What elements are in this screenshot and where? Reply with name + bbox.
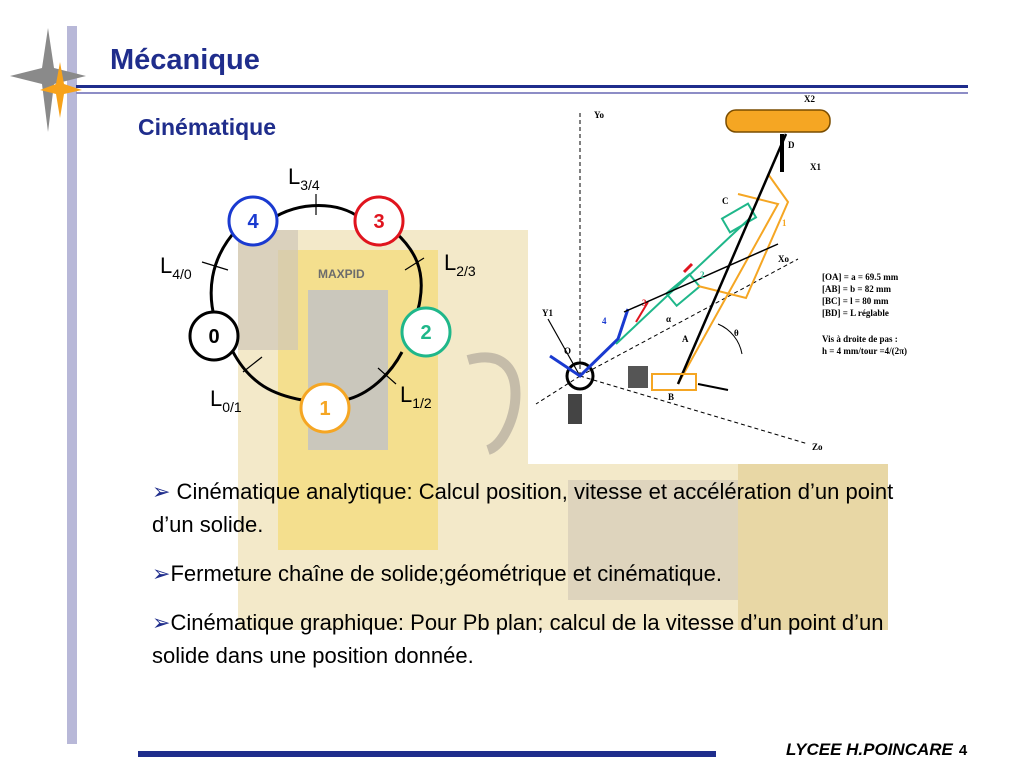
graph-node-0: 0 <box>188 310 240 362</box>
angle-alpha: α <box>666 314 671 324</box>
link-label-l23: L2/3 <box>444 250 476 279</box>
maxpid-label: MAXPID <box>318 267 365 281</box>
node-3-label: 3 <box>373 211 384 233</box>
spec-bd: [BD] = L réglable <box>822 308 889 318</box>
spec-bc: [BC] = l = 80 mm <box>822 296 889 306</box>
part-number-4: 4 <box>602 316 607 326</box>
axis-xo: Xo <box>778 254 789 264</box>
left-vertical-bar <box>67 26 77 744</box>
graph-node-2: 2 <box>400 306 452 358</box>
page-number: 4 <box>958 742 968 759</box>
screw-title: Vis à droite de pas : <box>822 334 898 344</box>
part-number-3: 3 <box>642 298 647 308</box>
point-a: A <box>682 334 689 344</box>
part-number-1: 1 <box>782 218 787 228</box>
bullet-arrow-icon: ➢ <box>152 561 171 586</box>
bullet-list: ➢ Cinématique analytique: Calcul positio… <box>152 475 922 688</box>
spec-ab: [AB] = b = 82 mm <box>822 284 892 294</box>
spec-oa: [OA] = a = 69.5 mm <box>822 272 899 282</box>
page-title: Mécanique <box>110 44 260 76</box>
node-1-label: 1 <box>319 398 330 420</box>
axis-y1: Y1 <box>542 308 553 318</box>
point-o: O <box>564 346 571 356</box>
header-rule <box>76 85 968 88</box>
point-d: D <box>788 140 795 150</box>
bullet-item: ➢Cinématique graphique: Pour Pb plan; ca… <box>152 610 884 668</box>
bullet-arrow-icon: ➢ <box>152 479 171 504</box>
axis-zo: Zo <box>812 442 823 452</box>
link-label-l01: L0/1 <box>210 386 242 415</box>
link-label-l40: L4/0 <box>160 253 192 282</box>
link-label-l34: L3/4 <box>288 164 320 193</box>
axis-yo: Yo <box>594 110 605 120</box>
bullet-item: ➢ Cinématique analytique: Calcul positio… <box>152 479 894 537</box>
axis-x2: X2 <box>804 94 815 104</box>
graph-node-4: 4 <box>227 195 279 247</box>
mechanism-diagram: Yo Xo Zo X2 X1 Y1 O D C A B θ α 1 2 3 4 … <box>528 94 958 464</box>
screw-formula: h = 4 mm/tour =4/(2π) <box>822 346 907 356</box>
section-subtitle: Cinématique <box>138 114 277 140</box>
graph-node-1: 1 <box>299 382 351 434</box>
point-b: B <box>668 392 674 402</box>
star-logo-icon <box>10 28 86 132</box>
node-2-label: 2 <box>420 322 431 344</box>
footer-school: LYCEE H.POINCARE <box>786 740 953 759</box>
axis-x1: X1 <box>810 162 821 172</box>
liaison-graph: 4 3 2 1 0 L3/4 L2/3 L4/0 L0/1 L1/2 <box>160 164 476 434</box>
footer-rule <box>138 751 716 757</box>
graph-node-3: 3 <box>353 195 405 247</box>
header-rule-secondary <box>76 92 968 94</box>
part-number-2: 2 <box>700 270 705 280</box>
footer: LYCEE H.POINCARE 4 <box>786 740 967 760</box>
bullet-arrow-icon: ➢ <box>152 610 171 635</box>
bullet-item: ➢Fermeture chaîne de solide;géométrique … <box>152 561 722 586</box>
node-4-label: 4 <box>247 211 259 233</box>
link-label-l12: L1/2 <box>400 382 432 411</box>
point-c: C <box>722 196 729 206</box>
node-0-label: 0 <box>208 326 219 348</box>
angle-theta: θ <box>734 328 739 338</box>
